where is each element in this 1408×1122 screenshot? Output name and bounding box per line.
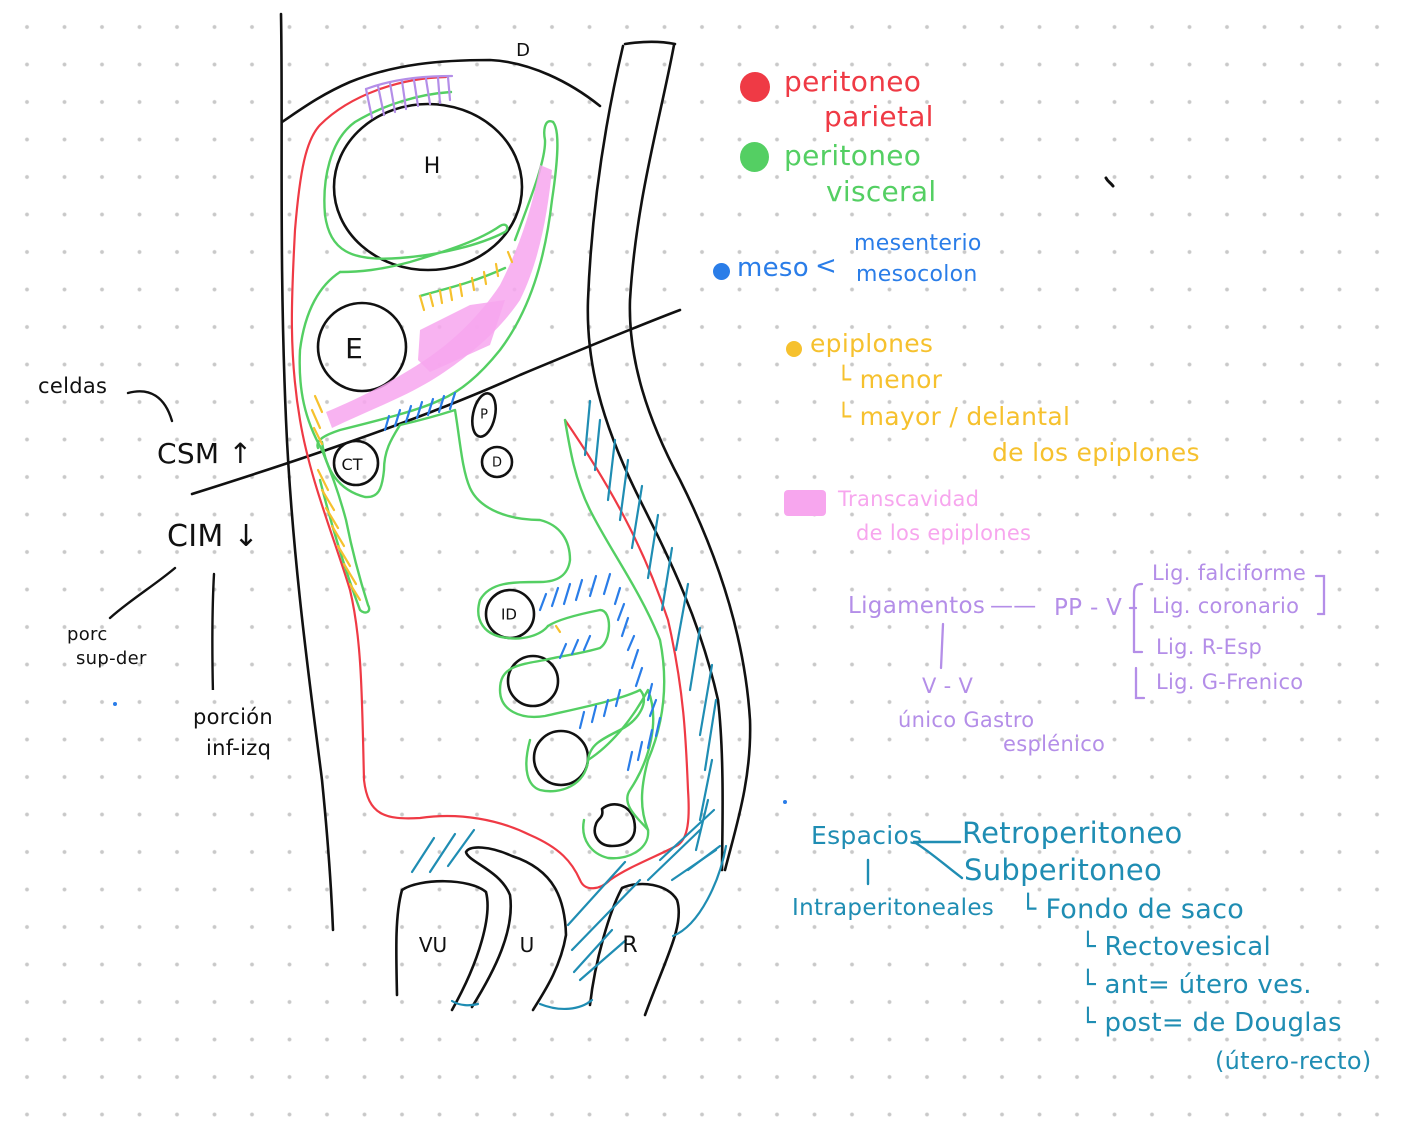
legend-visceral-line2: visceral [826,175,937,208]
omentum-hatching [310,250,562,634]
lig-falciforme: Lig. falciforme [1152,561,1307,585]
pancreas-outline [471,392,497,438]
anterior-abdominal-wall [279,12,335,932]
organ-label-liver: H [423,154,441,179]
note-csm: CSM ↑ [157,437,253,470]
diaphragm-line [280,58,602,124]
organ-label-rectum: R [622,933,638,958]
organ-label-bladder: VU [418,933,448,957]
espacios-branch-arrows [912,840,964,880]
legend-meso-branch: < [815,251,838,281]
legend-epiplones-label: epiplones [810,329,934,358]
cim-branch-lines [108,566,216,690]
note-porc-sup-line2: sup-der [76,648,147,669]
epiplones-color-dot [786,341,802,357]
meso-color-dot [713,263,730,280]
espacios-vertical-line [866,858,870,886]
lig-g-frenico: Lig. G-Frenico [1156,670,1304,694]
organ-label-stomach: E [345,332,363,365]
espacios-douglas: └ post= de Douglas [1080,1008,1342,1038]
stray-blue-dot [783,800,787,804]
legend-meso-item-mesenterio: mesenterio [854,231,982,256]
celdas-arrow-curve [126,390,174,423]
transverse-colon-outline [332,439,380,487]
espacios-utero-recto: (útero-recto) [1215,1047,1372,1075]
organ-label-diaphragm: D [516,40,530,61]
lig-gastroesplenico-line2: esplénico [1003,732,1106,756]
legend-epiplones-mayor: └ mayor / delantal [836,402,1071,431]
espacios-label: Espacios [811,821,923,850]
retroperitoneal-hatching [410,399,728,1010]
transpyloric-dividing-line [190,308,682,496]
visceral-color-dot [740,142,769,172]
legend-meso-item-mesocolon: mesocolon [856,262,978,287]
note-porc-inf-line2: inf-izq [206,736,272,760]
ligamentos-vertical-line [939,622,945,670]
stray-blue-dot [113,702,117,706]
legend-transcavidad-line1: Transcavidad [838,487,980,511]
legend-visceral-line1: peritoneo [784,139,922,172]
mesentery-hatching [383,391,662,772]
pelvic-organs-outline [394,846,681,1017]
legend-parietal-line2: parietal [824,100,934,133]
transcavidad-color-swatch [784,490,826,516]
ligamentos-v-v: V - V [922,674,974,698]
organ-label-uterus: U [519,933,535,957]
note-cim: CIM ↓ [167,519,259,554]
stray-pen-mark [1104,176,1115,188]
liver-outline [332,102,524,272]
espacios-retroperitoneo: Retroperitoneo [962,816,1183,850]
legend-epiplones-menor: └ menor [836,365,943,394]
visceral-peritoneum-line [298,90,666,860]
transcavidad-region [326,165,552,428]
organ-label-pancreas: P [480,407,488,423]
espacios-utero-vesical: └ ant= útero ves. [1080,970,1312,1000]
legend-meso-label: meso [737,253,809,283]
parietal-color-dot [740,72,770,102]
note-celdas: celdas [38,374,108,398]
organ-label-small-intestine: ID [501,605,517,624]
posterior-wall-spine [586,40,752,872]
ligament-hatching [364,74,454,120]
espacios-fondo-de-saco: └ Fondo de saco [1020,894,1245,925]
espacios-subperitoneo: Subperitoneo [964,853,1163,887]
espacios-rectovesical: └ Rectovesical [1080,932,1272,962]
ligamentos-brackets [1128,574,1326,700]
espacios-intraperitoneales: Intraperitoneales [792,895,995,921]
lig-coronario: Lig. coronario [1152,594,1300,618]
legend-transcavidad-line2: de los epiplones [856,521,1032,545]
stomach-outline [316,301,408,393]
lig-r-esp: Lig. R-Esp [1156,635,1263,659]
organ-label-transverse-colon: CT [341,455,363,474]
small-intestine-loops-outline [484,588,637,848]
parietal-peritoneum-line [290,75,690,890]
legend-parietal-line1: peritoneo [784,65,922,98]
lig-gastroesplenico-line1: único Gastro [898,708,1035,732]
note-porc-inf-line1: porción [193,705,273,729]
legend-epiplones-delantal: de los epiplones [992,438,1200,467]
note-porc-sup-line1: porc [67,624,108,645]
organ-label-duodenum: D [491,455,503,471]
ligamentos-dash: —— [990,593,1037,619]
duodenum-outline [480,445,514,479]
ligamentos-pp-v: PP - V [1054,595,1123,621]
ligamentos-label: Ligamentos [848,593,986,619]
